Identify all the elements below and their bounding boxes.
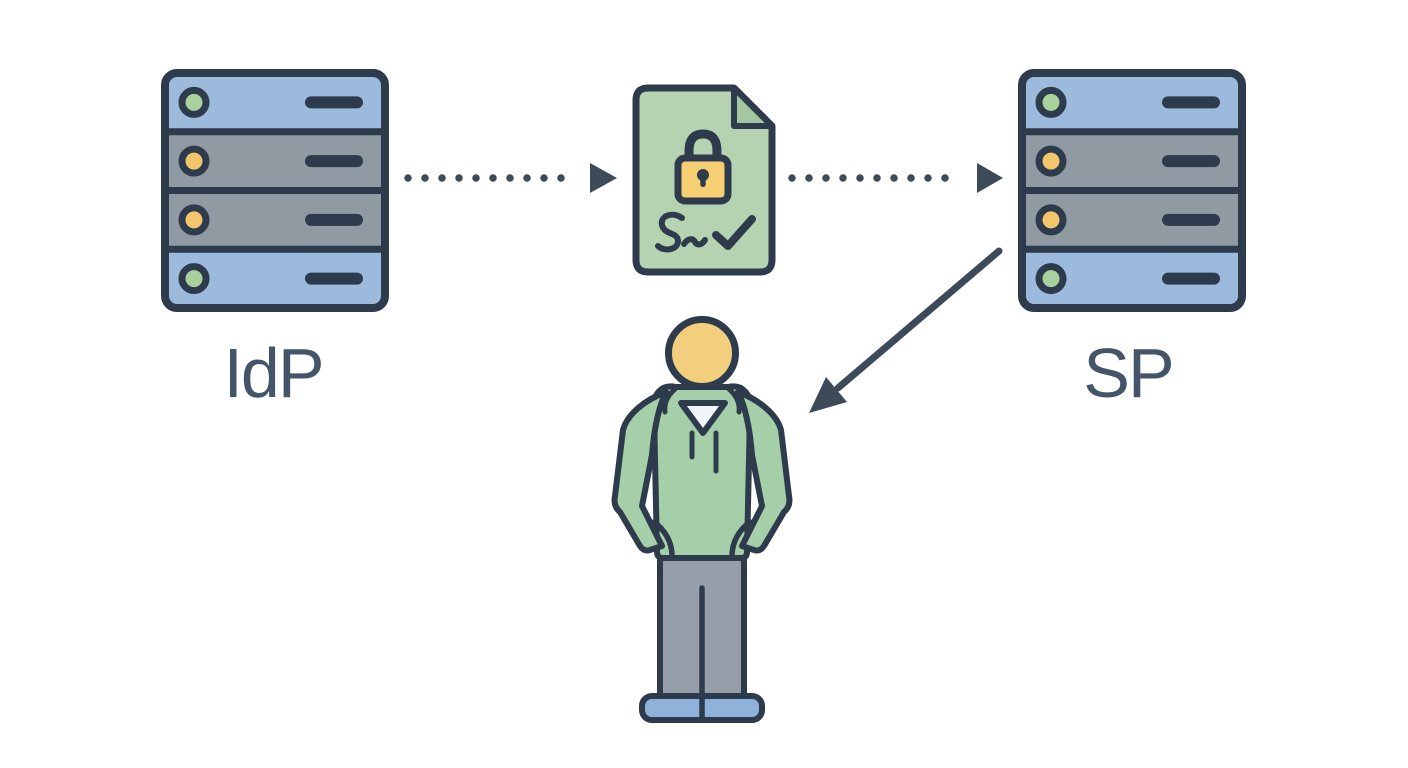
hoodie-vneck [678, 400, 728, 436]
lock-keyhole [697, 169, 709, 181]
document-fold-corner [731, 85, 775, 129]
hoodie-person-icon [611, 316, 793, 723]
idp-server-icon [165, 73, 385, 308]
sp-server-icon [1022, 73, 1242, 308]
lock-keyhole-stem [700, 177, 706, 187]
sp-label: SP [1083, 334, 1172, 412]
person-left-arm [611, 389, 669, 554]
edge-assertion-to-sp [788, 163, 1003, 193]
checkmark-icon [712, 215, 756, 250]
hood-fold-line-left [662, 386, 678, 415]
lock-shackle [684, 129, 722, 165]
edge-idp-to-assertion [404, 163, 617, 193]
lock-icon [674, 129, 732, 205]
person-right-pocket-line [729, 519, 753, 559]
assertion-document-icon [632, 84, 776, 276]
arrowhead-right-icon [590, 163, 617, 193]
hood-fold-line-right [726, 386, 742, 415]
edge-sp-to-user [809, 247, 1003, 413]
signature-icon [655, 211, 708, 253]
person-left-pocket-line [651, 519, 675, 559]
arrowhead-downleft-icon [809, 377, 847, 413]
person-right-arm [735, 389, 793, 554]
idp-label: IdP [223, 334, 322, 412]
arrowhead-right-icon [977, 163, 1003, 193]
solid-arrow-line [834, 247, 1003, 392]
person-head [665, 316, 739, 390]
